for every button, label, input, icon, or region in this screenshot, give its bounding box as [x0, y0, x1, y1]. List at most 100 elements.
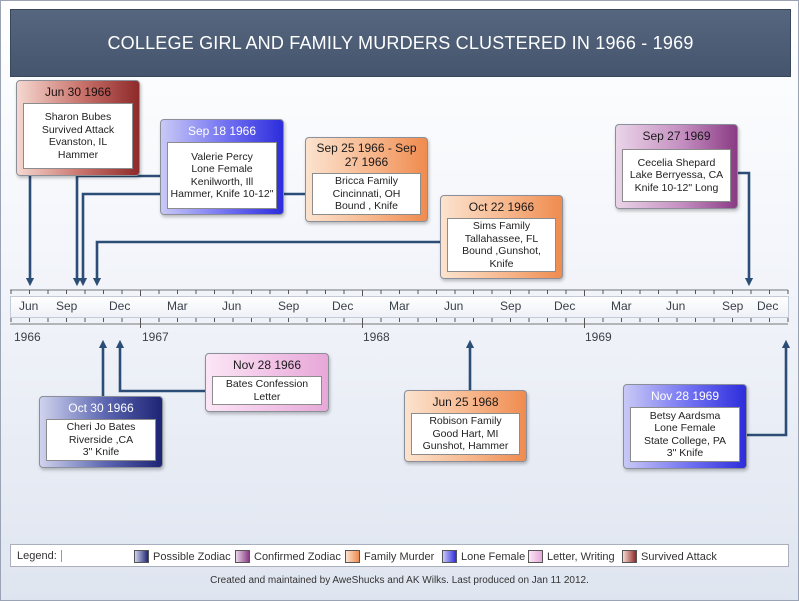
event-line: Lake Berryessa, CA: [629, 169, 724, 182]
legend-swatch: [528, 550, 543, 563]
tick-label: Jun: [19, 299, 39, 313]
legend-item-label: Survived Attack: [641, 550, 717, 563]
event-line: Robison Family: [429, 415, 502, 428]
event-details: Robison Family Good Hart, MI Gunshot, Ha…: [411, 413, 520, 455]
event-line: Betsy Aardsma: [649, 409, 721, 422]
tick-label: Mar: [611, 299, 632, 313]
legend-item-label: Family Murder: [364, 550, 435, 563]
connector-sims: [92, 240, 440, 287]
tick-label: Jun: [444, 299, 464, 313]
event-percy[interactable]: Sep 18 1966 Valerie Percy Lone Female Ke…: [160, 119, 284, 215]
event-line: Lone Female: [191, 163, 253, 175]
tick-label: Sep: [722, 299, 744, 313]
event-line: 3" Knife: [666, 447, 704, 459]
tick-label: Jun: [222, 299, 242, 313]
event-line: Knife 10-12" Long: [634, 181, 719, 194]
event-line: Evanston, IL: [48, 136, 108, 148]
footer-credit: Created and maintained by AweShucks and …: [210, 575, 589, 586]
legend-item-label: Confirmed Zodiac: [254, 550, 341, 563]
timeline-axis: [10, 296, 789, 318]
event-details: Cecelia Shepard Lake Berryessa, CA Knife…: [622, 149, 731, 202]
event-date: Nov 28 1966: [232, 358, 302, 372]
event-aardsma[interactable]: Nov 28 1969 Betsy Aardsma Lone Female St…: [623, 384, 747, 469]
event-line: 3" Knife: [82, 446, 120, 459]
connector-aardsma: [747, 339, 791, 437]
event-details: Bates Confession Letter: [212, 376, 322, 405]
year-label-1969: 1969: [585, 330, 612, 344]
tick-label: Sep: [56, 299, 78, 313]
connector-percy: [72, 174, 160, 287]
tick-label: Mar: [389, 299, 410, 313]
legend-swatch: [235, 550, 250, 563]
event-details: Sharon Bubes Survived Attack Evanston, I…: [23, 103, 133, 169]
event-line: State College, PA: [643, 434, 727, 447]
event-sims[interactable]: Oct 22 1966 Sims Family Tallahassee, FL …: [440, 195, 563, 279]
event-details: Bricca Family Cincinnati, OH Bound , Kni…: [312, 173, 421, 215]
event-date: Sep 25 1966 - Sep 27 1966: [316, 141, 417, 169]
event-line: Cheri Jo Bates: [66, 421, 136, 434]
legend-swatch: [622, 550, 637, 563]
tick-label: Dec: [109, 299, 131, 313]
event-shepard[interactable]: Sep 27 1969 Cecelia Shepard Lake Berryes…: [615, 124, 738, 209]
year-label-1966: 1966: [14, 330, 41, 344]
event-line: Bound , Knife: [334, 200, 399, 213]
connector-shepard: [738, 171, 754, 287]
event-details: Cheri Jo Bates Riverside ,CA 3" Knife: [46, 419, 156, 461]
tick-label: Sep: [500, 299, 522, 313]
event-line: Good Hart, MI: [432, 427, 499, 440]
event-line: Hammer, Knife 10-12": [170, 188, 274, 200]
tick-label: Dec: [554, 299, 576, 313]
event-line: Cecelia Shepard: [637, 156, 716, 169]
page-title: COLLEGE GIRL AND FAMILY MURDERS CLUSTERE…: [10, 9, 791, 77]
tick-label: Sep: [278, 299, 300, 313]
event-bates[interactable]: Oct 30 1966 Cheri Jo Bates Riverside ,CA…: [39, 396, 163, 468]
event-date: Oct 30 1966: [68, 401, 134, 415]
legend-label: Legend:: [17, 550, 62, 562]
event-details: Sims Family Tallahassee, FL Bound ,Gunsh…: [447, 218, 556, 272]
event-line: Bound ,Gunshot, Knife: [462, 245, 541, 270]
event-letter[interactable]: Nov 28 1966 Bates Confession Letter: [205, 353, 329, 412]
event-line: Survived Attack: [41, 123, 115, 136]
event-line: Lone Female: [654, 422, 716, 434]
legend-item-label: Possible Zodiac: [153, 550, 231, 563]
year-label-1967: 1967: [142, 330, 169, 344]
event-line: Valerie Percy: [191, 150, 253, 163]
event-line: Cincinnati, OH: [332, 187, 401, 200]
event-line: Tallahassee, FL: [464, 232, 539, 245]
connector-letter: [115, 339, 205, 393]
legend-item-family-murder: Family Murder: [345, 550, 434, 563]
tick-label: Dec: [757, 299, 779, 313]
legend-item-label: Letter, Writing: [547, 550, 615, 563]
event-line: Sharon Bubes: [44, 111, 112, 123]
legend: Legend: Possible Zodiac Confirmed Zodiac…: [10, 544, 789, 567]
legend-item-label: Lone Female: [461, 550, 526, 563]
event-line: Bates Confession Letter: [225, 378, 309, 403]
event-details: Betsy Aardsma Lone Female State College,…: [630, 407, 740, 462]
event-details: Valerie Percy Lone Female Kenilworth, Il…: [167, 142, 277, 209]
axis-ticks-bottom: [10, 318, 789, 328]
event-line: Riverside ,CA: [68, 433, 134, 446]
event-robison[interactable]: Jun 25 1968 Robison Family Good Hart, MI…: [404, 390, 527, 462]
event-bubes[interactable]: Jun 30 1966 Sharon Bubes Survived Attack…: [16, 80, 140, 176]
event-bricca[interactable]: Sep 25 1966 - Sep 27 1966 Bricca Family …: [305, 137, 428, 222]
axis-ticks-top: [10, 290, 789, 296]
legend-item-possible-zodiac: Possible Zodiac: [134, 550, 231, 563]
event-line: Gunshot, Hammer: [422, 440, 509, 453]
legend-swatch: [345, 550, 360, 563]
event-line: Bricca Family: [334, 175, 398, 188]
event-line: Hammer: [57, 148, 99, 161]
event-line: Kenilworth, Ill: [190, 175, 254, 188]
legend-swatch: [442, 550, 457, 563]
tick-label: Mar: [167, 299, 188, 313]
legend-item-survived-attack: Survived Attack: [622, 550, 717, 563]
event-date: Oct 22 1966: [468, 200, 535, 214]
event-line: Sims Family: [472, 220, 531, 232]
legend-item-letter-writing: Letter, Writing: [528, 550, 615, 563]
legend-item-confirmed-zodiac: Confirmed Zodiac: [235, 550, 341, 563]
event-date: Sep 18 1966: [187, 124, 257, 138]
event-date: Jun 25 1968: [432, 395, 499, 409]
event-date: Jun 30 1966: [44, 85, 112, 99]
year-label-1968: 1968: [363, 330, 390, 344]
event-date: Nov 28 1969: [650, 389, 720, 403]
